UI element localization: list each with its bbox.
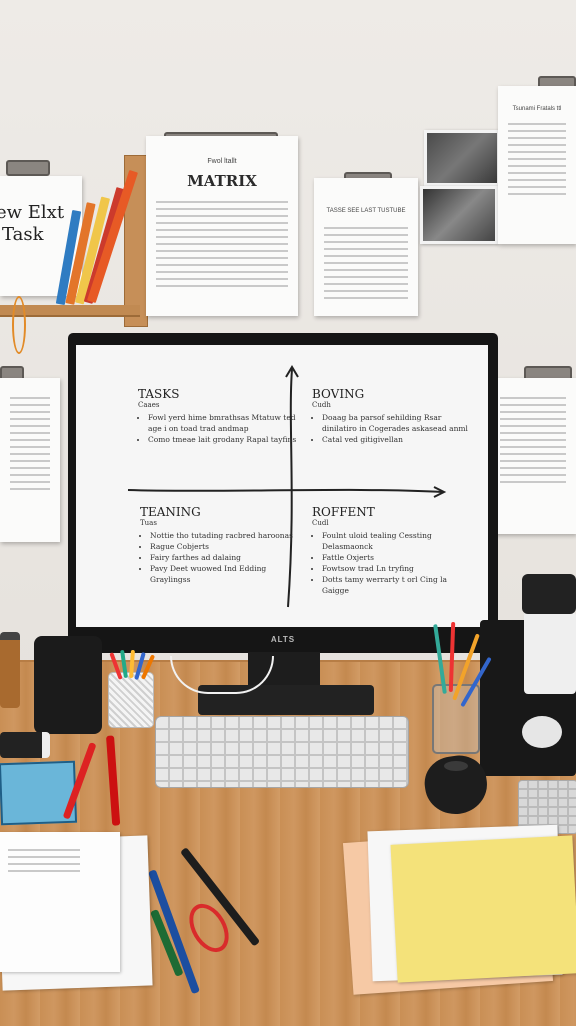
printer-lid [524,612,576,694]
quadrant-teaning: TEANING Tuas Nottie tho tutading racbred… [140,505,300,585]
matrix-text-lines [156,196,288,292]
right-sheet-middle-lines [500,392,566,488]
quadrant-item: Pavy Deet wuowed Ind Edding Graylingss [150,563,300,585]
right-sheet-lines [508,118,566,200]
quadrant-item: Fattle Oxjerts [322,552,472,563]
quadrant-roffent: ROFFENT Cudl Foulnt uloid tealing Cessti… [312,505,472,596]
keyboard[interactable] [155,716,409,788]
binder-clip [6,160,50,176]
quadrant-boving: BOVING Cudh Doaag ba parsof sehilding Rs… [312,387,472,445]
calculator [518,780,576,834]
right-sheet-middle [490,378,576,534]
quadrant-item: Catal ved gitigivellan [322,434,472,445]
quadrant-item: Dotts tamy werrarty t orl Cing la Gaigge [322,574,472,596]
quadrant-item: Nottie tho tutading racbred haroonas [150,530,300,541]
monitor-screen: TASKS Caaes Fowl yerd hime bmrathsas Mta… [76,345,488,627]
quadrant-item: Fairy farthes ad dalaing [150,552,300,563]
quadrant-item: Como tmeae lait grodany Rapal tayfins [148,434,298,445]
monitor-stand-base [198,685,374,715]
quadrant-subtitle: Cudh [312,401,331,409]
matrix-kicker: Fwol ltallt [207,158,237,165]
matrix-sheet: Fwol ltallt MATRIX [146,136,298,316]
photo [424,130,500,186]
printer-roll [522,716,562,748]
quadrant-item: Rague Cobjerts [150,541,300,552]
quadrant-subtitle: Cudl [312,519,329,527]
paper-stack [0,832,120,972]
hanging-lanyard [12,296,26,354]
quadrant-subtitle: Caaes [138,401,160,409]
horizontal-axis-arrowhead [433,486,447,498]
left-sheet-lines [10,392,50,495]
checklist-heading: TASSE SEE LAST TUSTUBE [326,208,406,214]
jar [0,632,20,708]
quadrant-item: Fowl yerd hime bmrathsas Mtatuw ted age … [148,412,298,434]
wooden-shelf [0,305,140,317]
speaker-right [522,574,576,614]
vertical-axis-arrow [287,368,293,608]
yellow-sticky-pad [390,835,576,983]
marker [0,732,50,758]
monitor: TASKS Caaes Fowl yerd hime bmrathsas Mta… [68,333,498,653]
pencil-cup-left [108,672,154,728]
quadrant-title: TEANING [140,505,201,519]
photo [420,186,498,244]
mouse-button [444,761,468,771]
monitor-brand: ALTS [270,635,296,644]
horizontal-axis-arrow [127,488,443,493]
quadrant-title: ROFFENT [312,505,375,519]
quadrant-item: Fowtsow trad Ln tryfing [322,563,472,574]
vertical-axis-arrowhead [285,365,299,378]
quadrant-title: TASKS [138,387,180,401]
task-card-line1: ew Elxt [0,202,65,223]
paper-lines [8,844,80,877]
quadrant-item: Foulnt uloid tealing Cessting Delasmaonc… [322,530,472,552]
matrix-axes [127,365,447,608]
speaker [34,636,102,734]
right-sheet-top: Tsunami Fratals ttl [498,86,576,244]
checklist-sheet: TASSE SEE LAST TUSTUBE [314,178,418,316]
matrix-title: MATRIX [187,172,257,190]
left-sheet [0,378,60,542]
quadrant-tasks: TASKS Caaes Fowl yerd hime bmrathsas Mta… [138,387,298,445]
quadrant-item: Doaag ba parsof sehilding Rsar dinilatir… [322,412,472,434]
quadrant-subtitle: Tuas [140,519,157,527]
checklist-lines [324,222,408,304]
quadrant-title: BOVING [312,387,365,401]
task-card-line2: Task [2,224,44,245]
right-sheet-heading: Tsunami Fratals ttl [512,106,562,112]
